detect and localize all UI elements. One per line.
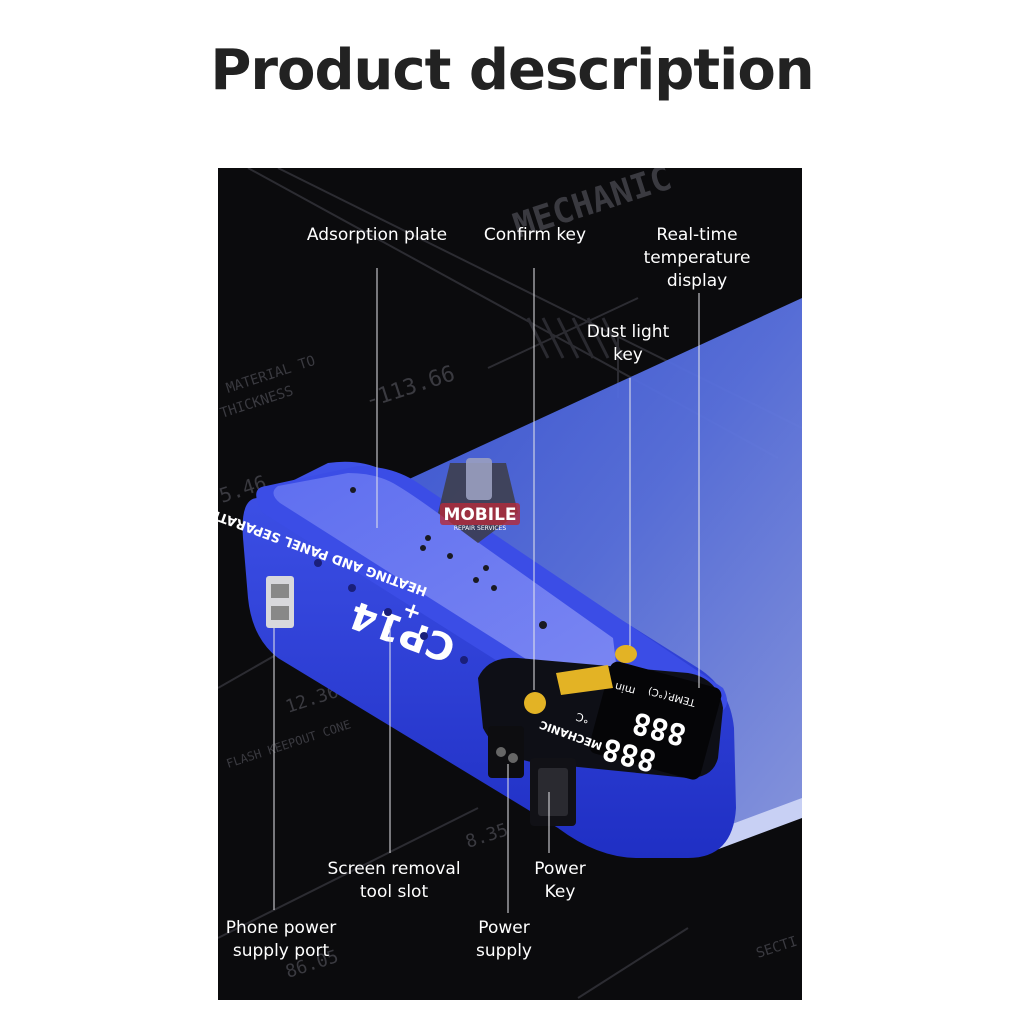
callout-adsorption-plate: Adsorption plate [306,225,448,245]
callout-power-supply: Power supply [476,918,532,961]
confirm-power-key [524,692,546,714]
callout-real-time-display: Real-time temperature display [643,225,751,291]
glass-edge [708,798,802,853]
bg-flash: FLASH KEEPOUT CONE [225,717,353,771]
callout-lines [273,268,700,913]
confirm-arrow-key [556,665,613,695]
tray-screws [350,487,547,629]
bg-dim-4: 8.35 [463,819,511,852]
power-key-switch [530,758,576,826]
lcd-display [589,661,722,780]
page-title: Product description [210,38,814,103]
background-hatching [526,317,625,359]
bg-section: SECTI [754,934,799,962]
lcd-unit-min: min [613,680,636,698]
callout-screen-removal-slot: Screen removal tool slot [327,859,461,902]
dust-light-key [615,645,637,663]
watermark-line2: REPAIR SERVICES [454,525,506,532]
lcd-unit-c: °C [574,710,590,726]
watermark-logo [438,458,520,543]
watermark-line1: MOBILE [443,505,516,525]
phone-power-port [266,576,294,628]
callout-power-key: Power Key [534,859,586,902]
product-image-panel: MECHANIC -113.66 5.46 MATERIAL TO THICKN… [218,168,802,1000]
tool-slot-holes [314,559,468,664]
cp14-device [242,461,737,858]
product-illustration: MECHANIC -113.66 5.46 MATERIAL TO THICKN… [218,168,802,999]
callout-phone-power-port: Phone power supply port [225,918,337,961]
callout-confirm-key: Confirm key [483,225,587,245]
power-supply-socket [488,726,524,778]
callout-dust-light-key: Dust light key [586,322,670,365]
